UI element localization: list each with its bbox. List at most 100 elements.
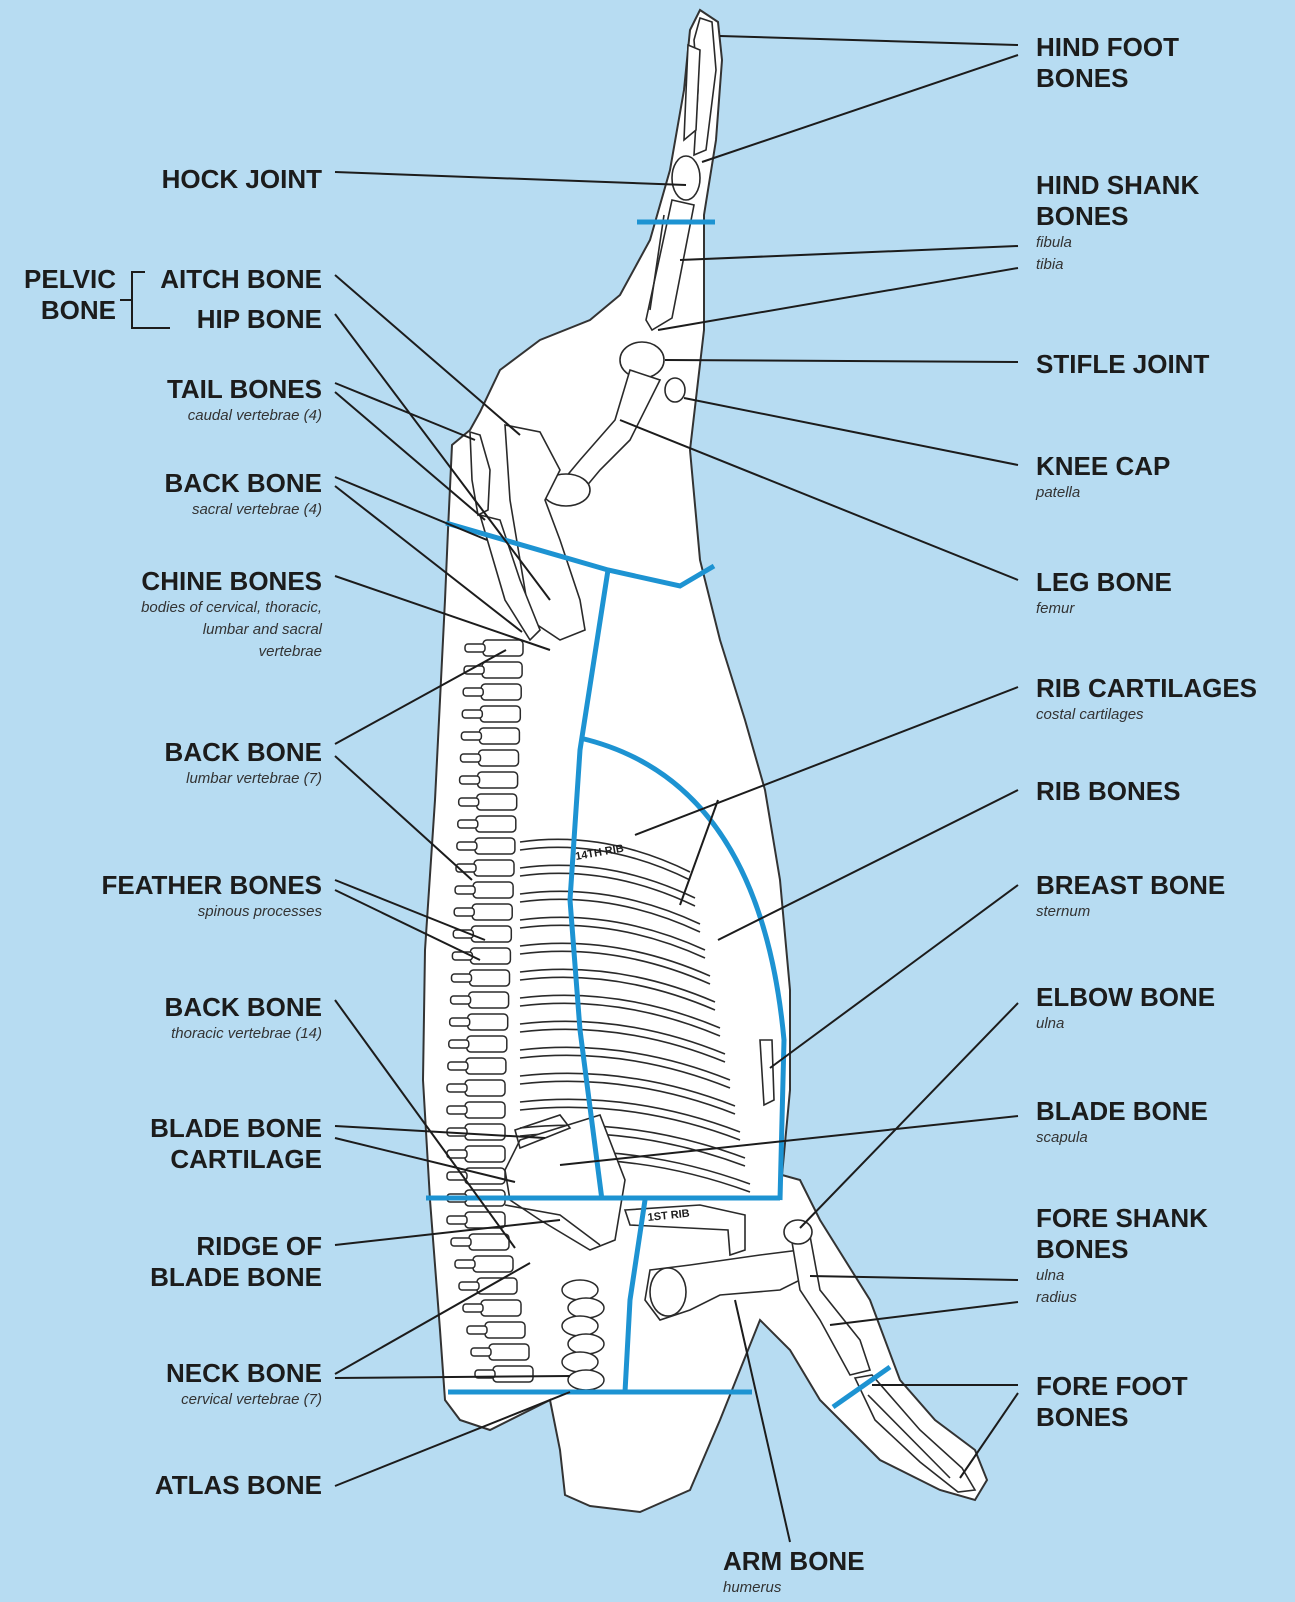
vertebra — [479, 728, 519, 744]
neck-vertebra — [562, 1316, 598, 1336]
label-back-bone-thoracic: BACK BONE thoracic vertebrae (14) — [165, 992, 322, 1045]
vertebra — [469, 1234, 509, 1250]
label-chine-bones: CHINE BONES bodies of cervical, thoracic… — [141, 566, 322, 663]
spinous-process — [455, 886, 475, 894]
neck-vertebra — [562, 1280, 598, 1300]
spinous-process — [447, 1084, 467, 1092]
hock-joint-shape — [672, 156, 700, 200]
vertebra — [478, 772, 518, 788]
leader-aitch — [335, 275, 520, 435]
label-aitch-bone: AITCH BONE — [160, 264, 322, 295]
vertebra — [474, 860, 514, 876]
vertebra — [479, 750, 519, 766]
spinous-process — [450, 1018, 470, 1026]
vertebra — [485, 1322, 525, 1338]
label-elbow-bone: ELBOW BONE ulna — [1036, 982, 1215, 1035]
label-leg-bone: LEG BONE femur — [1036, 567, 1172, 620]
spinous-process — [452, 974, 472, 982]
label-atlas-bone: ATLAS BONE — [155, 1470, 322, 1501]
spinous-process — [461, 754, 481, 762]
spinous-process — [454, 908, 474, 916]
leader-hind-shank-fibula — [680, 246, 1018, 260]
label-stifle-joint: STIFLE JOINT — [1036, 349, 1209, 380]
spinous-process — [452, 952, 472, 960]
vertebra — [493, 1366, 533, 1382]
label-pelvic-bone: PELVIC BONE — [24, 264, 116, 326]
leader-knee-cap — [684, 398, 1018, 465]
vertebra — [476, 816, 516, 832]
label-back-bone-sacral: BACK BONE sacral vertebrae (4) — [165, 468, 322, 521]
neck-vertebra — [562, 1352, 598, 1372]
label-hip-bone: HIP BONE — [197, 304, 322, 335]
label-back-bone-lumbar: BACK BONE lumbar vertebrae (7) — [165, 737, 322, 790]
label-hind-shank-bones: HIND SHANK BONES fibula tibia — [1036, 170, 1199, 276]
spinous-process — [447, 1216, 467, 1224]
stifle-joint-shape — [620, 342, 664, 378]
spinous-process — [451, 996, 471, 1004]
vertebra — [465, 1124, 505, 1140]
leader-hind-foot-2 — [702, 55, 1018, 162]
spinous-process — [471, 1348, 491, 1356]
spinous-process — [462, 710, 482, 718]
spinous-process — [451, 1238, 471, 1246]
label-blade-bone-cartilage: BLADE BONE CARTILAGE — [150, 1113, 322, 1175]
spinous-process — [465, 644, 485, 652]
vertebra — [469, 992, 509, 1008]
spinous-process — [458, 820, 478, 828]
vertebra — [481, 684, 521, 700]
vertebra — [483, 640, 523, 656]
neck-vertebra — [568, 1370, 604, 1390]
label-arm-bone: ARM BONE humerus — [723, 1546, 865, 1599]
spinous-process — [447, 1106, 467, 1114]
leader-hind-foot — [720, 36, 1018, 45]
vertebra — [480, 706, 520, 722]
label-hind-foot-bones: HIND FOOT BONES — [1036, 32, 1179, 94]
label-rib-bones: RIB BONES — [1036, 776, 1180, 807]
spinous-process — [457, 842, 477, 850]
vertebra — [470, 970, 510, 986]
vertebra — [472, 904, 512, 920]
vertebra — [477, 794, 517, 810]
vertebra — [473, 882, 513, 898]
vertebra — [465, 1080, 505, 1096]
label-neck-bone: NECK BONE cervical vertebrae (7) — [166, 1358, 322, 1411]
neck-vertebra — [568, 1298, 604, 1318]
spinous-process — [449, 1040, 469, 1048]
elbow-bone-shape — [784, 1220, 812, 1244]
spinous-process — [459, 798, 479, 806]
spinous-process — [448, 1062, 468, 1070]
label-ridge-of-blade-bone: RIDGE OF BLADE BONE — [150, 1231, 322, 1293]
vertebra — [475, 838, 515, 854]
spinous-process — [463, 1304, 483, 1312]
vertebra — [468, 1014, 508, 1030]
vertebra — [482, 662, 522, 678]
vertebra — [467, 1036, 507, 1052]
spinous-process — [460, 776, 480, 784]
vertebra — [489, 1344, 529, 1360]
leader-hock — [335, 172, 686, 185]
label-knee-cap: KNEE CAP patella — [1036, 451, 1170, 504]
spinous-process — [459, 1282, 479, 1290]
vertebra — [470, 948, 510, 964]
label-rib-cartilages: RIB CARTILAGES costal cartilages — [1036, 673, 1257, 726]
vertebra — [477, 1278, 517, 1294]
vertebra — [465, 1102, 505, 1118]
vertebra — [481, 1300, 521, 1316]
vertebra — [466, 1058, 506, 1074]
label-blade-bone: BLADE BONE scapula — [1036, 1096, 1208, 1149]
label-fore-foot-bones: FORE FOOT BONES — [1036, 1371, 1188, 1433]
spinous-process — [463, 688, 483, 696]
leader-stifle — [665, 360, 1018, 362]
leader-tail-1 — [335, 383, 475, 440]
vertebra — [465, 1146, 505, 1162]
label-tail-bones: TAIL BONES caudal vertebrae (4) — [167, 374, 322, 427]
label-breast-bone: BREAST BONE sternum — [1036, 870, 1225, 923]
label-feather-bones: FEATHER BONES spinous processes — [101, 870, 322, 923]
spinous-process — [467, 1326, 487, 1334]
leader-hind-shank-tibia — [658, 268, 1018, 330]
knee-cap-shape — [665, 378, 685, 402]
spinous-process — [455, 1260, 475, 1268]
label-hock-joint: HOCK JOINT — [162, 164, 322, 195]
leader-elbow — [800, 1003, 1018, 1228]
label-fore-shank-bones: FORE SHANK BONES ulna radius — [1036, 1203, 1208, 1309]
